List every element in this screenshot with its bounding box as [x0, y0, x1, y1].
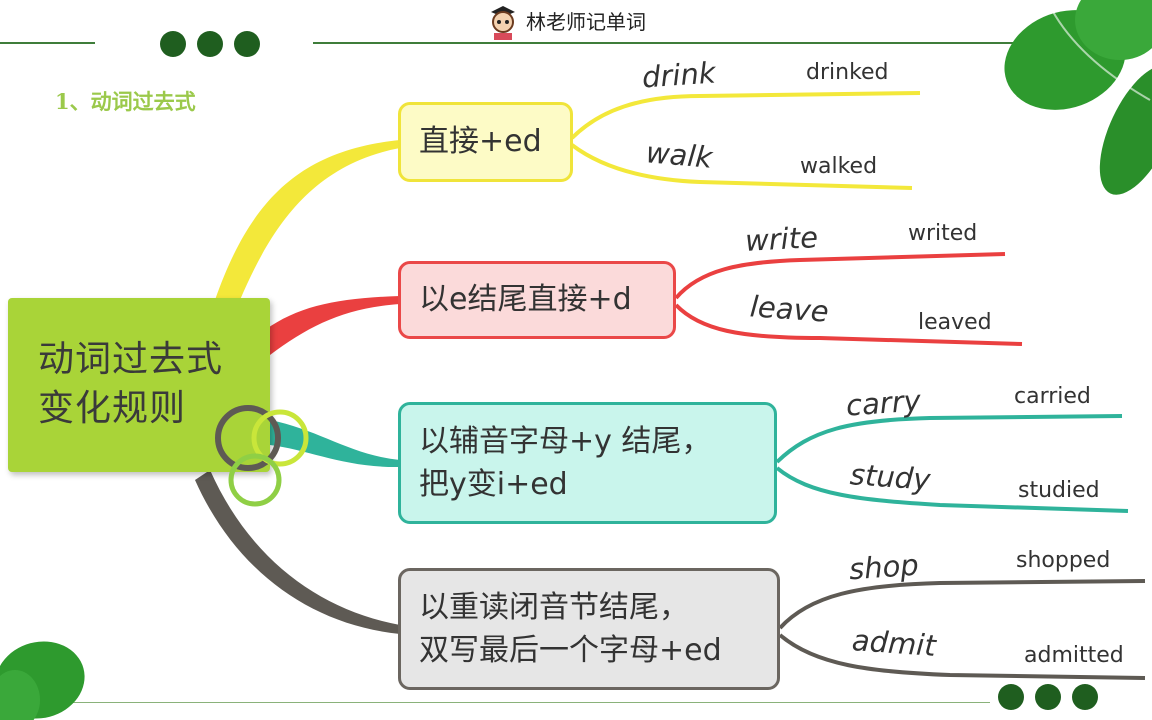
past-form-label: shopped: [1016, 548, 1111, 573]
rule-text-line2: 把y变i+ed: [419, 467, 568, 502]
rule-text-line1: 以辅音字母+y 结尾，: [419, 423, 712, 459]
verb-label: drink: [640, 55, 717, 95]
past-form-label: writed: [908, 221, 978, 246]
past-form-label: carried: [1014, 384, 1091, 409]
verb-label: carry: [844, 383, 922, 423]
decor-dot: [1035, 684, 1061, 710]
rule-node-double-consonant: 以重读闭音节结尾， 双写最后一个字母+ed: [398, 568, 780, 690]
center-topic-line1: 动词过去式: [38, 339, 224, 381]
rule-node-e-ending: 以e结尾直接+d: [398, 261, 676, 339]
past-form-label: admitted: [1024, 643, 1124, 668]
section-subtitle: 1、动词过去式: [55, 89, 196, 114]
rule-text: 直接+ed: [419, 124, 542, 160]
past-form-label: walked: [800, 154, 878, 179]
past-form-label: drinked: [806, 60, 889, 85]
verb-label: study: [848, 457, 932, 497]
past-form-label: studied: [1018, 478, 1100, 503]
rule-text: 以e结尾直接+d: [419, 282, 632, 318]
header-line-right: [313, 42, 1013, 44]
decor-dot: [160, 31, 186, 57]
rule-node-direct-ed: 直接+ed: [398, 102, 573, 182]
rule-node-consonant-y: 以辅音字母+y 结尾， 把y变i+ed: [398, 402, 777, 524]
rule-text-line2: 双写最后一个字母+ed: [419, 633, 722, 668]
verb-label: walk: [644, 135, 714, 175]
past-form-label: leaved: [918, 310, 992, 335]
center-topic: 动词过去式 变化规则: [8, 298, 270, 472]
header-line-left: [0, 42, 95, 44]
footer-line: [0, 702, 990, 703]
app-title: 林老师记单词: [526, 10, 646, 34]
rule-text-line1: 以重读闭音节结尾，: [419, 589, 689, 625]
decor-dot: [998, 684, 1024, 710]
teacher-avatar-icon: [486, 3, 520, 41]
center-topic-line2: 变化规则: [38, 388, 187, 429]
verb-label: leave: [748, 289, 830, 329]
decor-dot: [234, 31, 260, 57]
decor-dot: [1072, 684, 1098, 710]
verb-label: write: [744, 220, 819, 258]
verb-label: admit: [850, 623, 937, 663]
decor-dot: [197, 31, 223, 57]
verb-label: shop: [847, 547, 920, 587]
